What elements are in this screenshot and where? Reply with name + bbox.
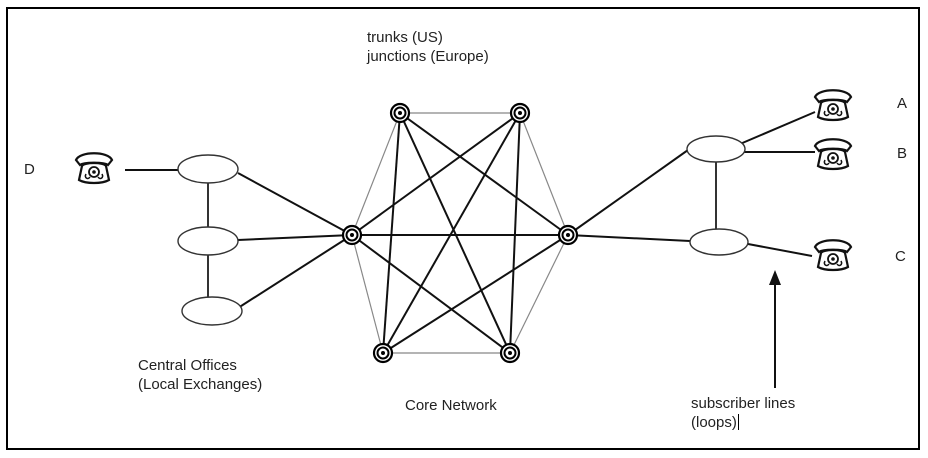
subscriber-lines-label-line2-text: (loops) [691, 414, 737, 431]
trunk-left-mid [237, 234, 353, 241]
central-offices-label-line2: (Local Exchanges) [138, 376, 263, 393]
c-subscriber-line [747, 243, 813, 257]
phone-label-d: D [24, 161, 35, 178]
switch-node-icon [372, 342, 394, 364]
central-office-left-mid [177, 226, 239, 256]
telephone-icon [813, 239, 853, 272]
central-office-left-top [177, 154, 239, 184]
subscriber-lines-label-line1: subscriber lines [691, 395, 796, 412]
central-office-left-bot [181, 296, 243, 326]
trunks-label-line1: trunks (US) [367, 29, 443, 46]
telephone-icon [813, 138, 853, 171]
phone-label-c: C [895, 248, 906, 265]
core-mesh-thick [351, 112, 569, 354]
subscriber-lines-label: subscriber lines (loops) [691, 394, 795, 432]
subscriber-arrow-head [769, 270, 781, 285]
central-office-right-bot [689, 228, 749, 256]
trunk-right-bot [567, 234, 691, 242]
switch-node-icon [389, 102, 411, 124]
core-mesh-thin [351, 112, 569, 354]
telephone-icon [74, 152, 114, 185]
trunks-label: trunks (US) junctions (Europe) [367, 28, 489, 66]
text-cursor [737, 414, 739, 430]
trunk-left-top [237, 172, 353, 236]
switch-node-icon [499, 342, 521, 364]
phone-label-b: B [897, 145, 908, 162]
central-offices-label: Central Offices (Local Exchanges) [138, 356, 262, 394]
diagram-frame [6, 7, 920, 450]
switch-node-icon [341, 224, 363, 246]
trunk-left-bot [237, 234, 353, 309]
central-office-right-top [686, 135, 746, 163]
trunks-label-line2: junctions (Europe) [367, 48, 489, 65]
a-subscriber-line [739, 111, 816, 145]
telephone-icon [813, 89, 853, 122]
switch-node-icon [557, 224, 579, 246]
trunk-right-top [567, 149, 689, 236]
central-offices-label-line1: Central Offices [138, 357, 237, 374]
switch-node-icon [509, 102, 531, 124]
phone-label-a: A [897, 95, 908, 112]
subscriber-lines-label-line2: (loops) [691, 413, 795, 432]
core-network-label: Core Network [405, 397, 497, 414]
